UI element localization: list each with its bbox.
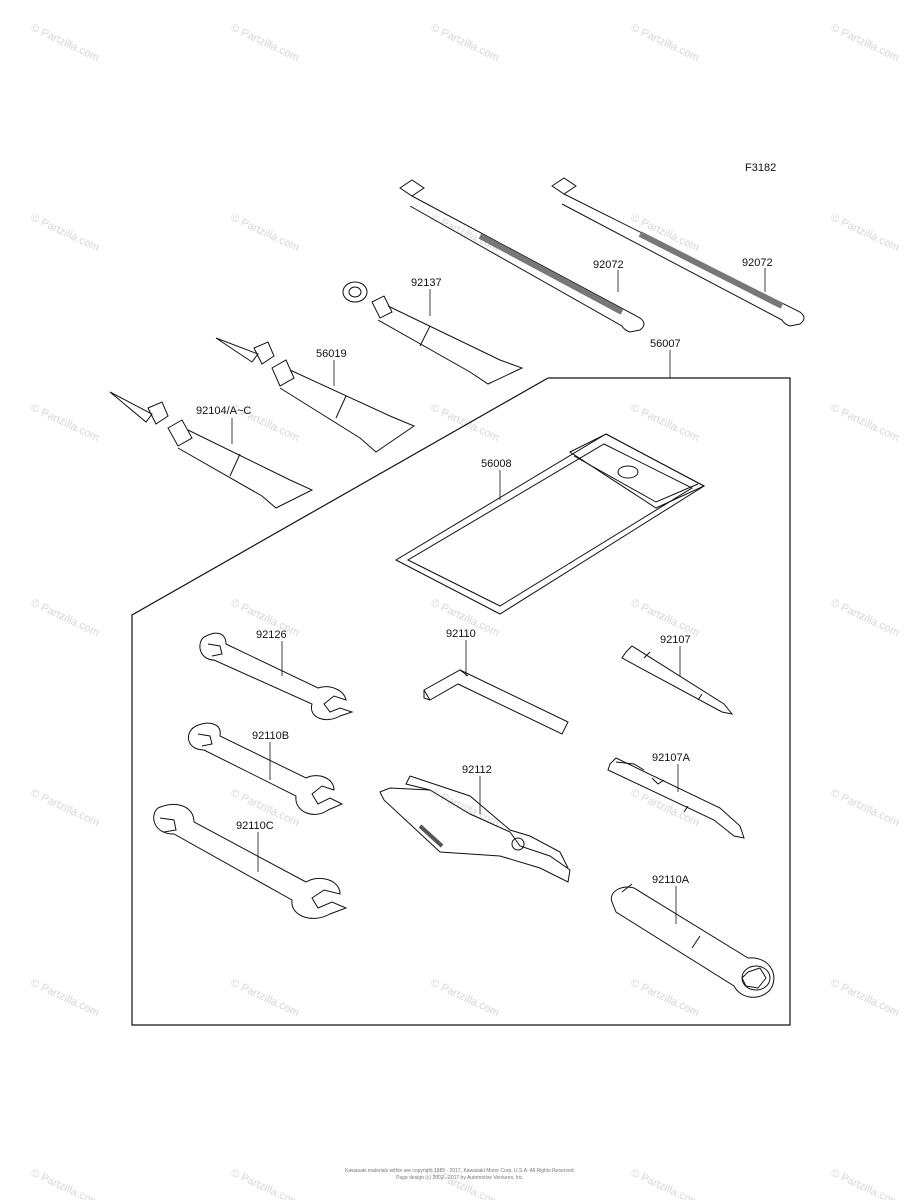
wrench-92110b-drawing	[188, 722, 344, 815]
watermark-18: © Partzilla.com	[629, 597, 701, 639]
part-label-tie-left: 92072	[593, 259, 624, 271]
tool-bag-drawing	[394, 433, 706, 615]
part-label-pliers: 92112	[462, 764, 492, 776]
watermark-10: © Partzilla.com	[29, 402, 101, 444]
watermark-31: © Partzilla.com	[229, 1167, 301, 1200]
part-label-tool-kit: 56007	[650, 338, 681, 350]
cable-tie-right-drawing	[551, 177, 805, 327]
hex-wrench-drawing	[423, 669, 569, 735]
watermark-4: © Partzilla.com	[829, 22, 901, 64]
watermark-7: © Partzilla.com	[429, 212, 501, 254]
watermark-12: © Partzilla.com	[429, 402, 501, 444]
figure-code: F3182	[745, 162, 776, 174]
watermark-28: © Partzilla.com	[629, 977, 701, 1019]
tube-56019-drawing	[215, 337, 416, 453]
part-label-hex-wrench: 92110	[446, 628, 476, 640]
watermark-34: © Partzilla.com	[829, 1167, 901, 1200]
part-label-wrench-3: 92110C	[236, 820, 274, 832]
copyright-footer: Kawasaki materials within are copyright …	[300, 1168, 620, 1182]
part-label-tube-top: 92137	[411, 277, 442, 289]
wrench-92110c-drawing	[153, 804, 348, 919]
part-label-tool-bag: 56008	[481, 458, 512, 470]
part-label-wrench-2: 92110B	[252, 730, 289, 742]
watermark-1: © Partzilla.com	[229, 22, 301, 64]
part-label-plug-wrench: 92110A	[652, 874, 690, 886]
pliers-drawing	[379, 775, 571, 883]
part-label-tie-right: 92072	[742, 257, 773, 269]
screwdriver-drawing	[621, 645, 734, 715]
tube-92104-drawing	[109, 391, 314, 509]
cable-tie-left-drawing	[399, 179, 645, 333]
watermark-6: © Partzilla.com	[229, 212, 301, 254]
part-label-wrench-1: 92126	[256, 629, 287, 641]
watermark-15: © Partzilla.com	[29, 597, 101, 639]
part-label-screwdriver: 92107	[660, 634, 691, 646]
watermark-13: © Partzilla.com	[629, 402, 701, 444]
watermark-27: © Partzilla.com	[429, 977, 501, 1019]
tube-92137-drawing	[342, 281, 524, 385]
watermark-26: © Partzilla.com	[229, 977, 301, 1019]
watermark-24: © Partzilla.com	[829, 787, 901, 829]
wrench-92126-drawing	[199, 632, 354, 720]
watermark-layer: © Partzilla.com © Partzilla.com © Partzill…	[29, 22, 901, 1200]
watermark-14: © Partzilla.com	[829, 402, 901, 444]
watermark-25: © Partzilla.com	[29, 977, 101, 1019]
tool-kit-outline	[131, 377, 791, 1026]
watermark-19: © Partzilla.com	[829, 597, 901, 639]
watermark-2: © Partzilla.com	[429, 22, 501, 64]
part-label-tube-mid: 56019	[316, 348, 347, 360]
copyright-line-2: Page design (c) 2002 - 2017 by Automotiv…	[396, 1175, 524, 1181]
watermark-3: © Partzilla.com	[629, 22, 701, 64]
part-label-tube-bottom: 92104/A~C	[196, 405, 251, 417]
watermark-9: © Partzilla.com	[829, 212, 901, 254]
plug-wrench-drawing	[610, 883, 775, 998]
watermark-33: © Partzilla.com	[629, 1167, 701, 1200]
watermark-29: © Partzilla.com	[829, 977, 901, 1019]
watermark-0: © Partzilla.com	[29, 22, 101, 64]
watermark-5: © Partzilla.com	[29, 212, 101, 254]
copyright-line-1: Kawasaki materials within are copyright …	[345, 1168, 575, 1174]
screwdriver-handle-drawing	[607, 757, 745, 839]
watermark-20: © Partzilla.com	[29, 787, 101, 829]
part-label-screwdriver-handle: 92107A	[652, 752, 691, 764]
watermark-30: © Partzilla.com	[29, 1167, 101, 1200]
